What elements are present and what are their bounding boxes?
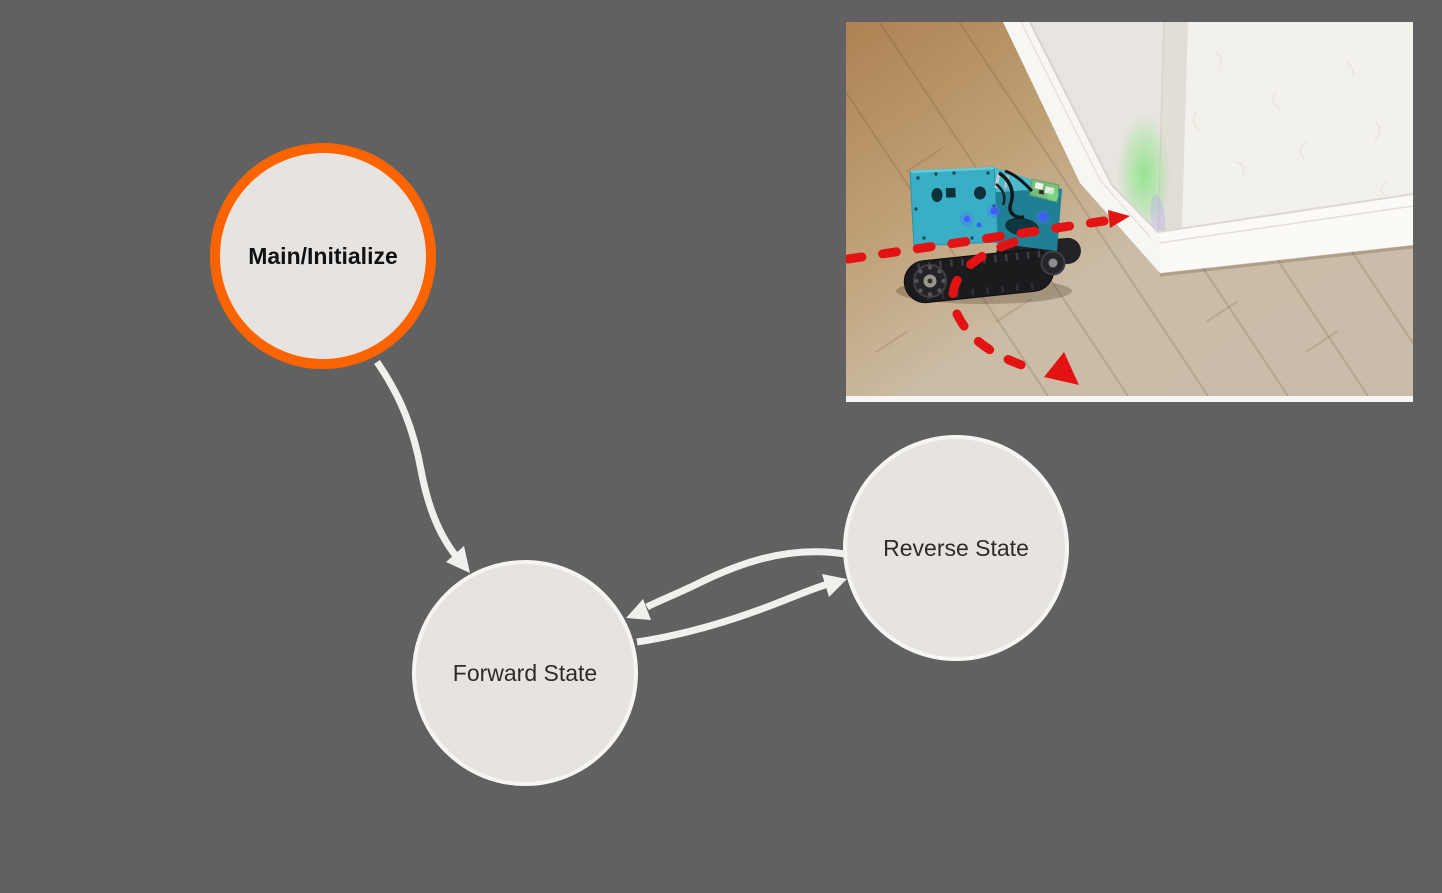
edge-forward-to-reverse — [636, 580, 830, 646]
robot-led-lights — [960, 189, 1059, 228]
wall-texture — [1193, 51, 1387, 197]
wall-front-face — [1158, 22, 1413, 232]
robot-wires — [995, 169, 1034, 220]
robot-front-sprocket — [913, 264, 947, 298]
baseboard-floor-shadow — [1159, 245, 1413, 277]
robot — [896, 166, 1081, 304]
node-main-initialize: Main/Initialize — [210, 143, 436, 369]
baseboard-left-shadow — [1029, 22, 1159, 233]
baseboard-front-top-shadow — [1157, 193, 1413, 233]
robot-panel-highlight — [910, 166, 995, 174]
node-reverse-state: Reverse State — [843, 435, 1069, 661]
arrowhead-into-forward-from-main — [446, 546, 470, 573]
robot-rear-wheel-hub — [1048, 258, 1058, 268]
red-reverse-arrowhead-icon — [1044, 352, 1079, 385]
node-forward-state-label: Forward State — [452, 659, 598, 686]
robot-front-panel — [909, 166, 999, 247]
robot-photo — [846, 22, 1413, 402]
baseboard-left-groove — [1020, 22, 1151, 238]
node-reverse-state-label: Reverse State — [883, 534, 1029, 561]
baseboard-front-groove — [1158, 205, 1413, 244]
edge-reverse-to-forward — [645, 548, 846, 611]
arrowhead-into-forward-from-reverse — [626, 599, 651, 620]
baseboard-left — [1003, 22, 1160, 273]
edge-main-to-forward — [374, 360, 459, 559]
robot-panel-screws — [914, 171, 996, 242]
red-dashed-approach-path — [846, 216, 1109, 264]
node-main-initialize-label: Main/Initialize — [248, 242, 398, 269]
arrowhead-into-reverse-from-forward — [822, 574, 847, 597]
red-dashed-reverse-path — [948, 237, 1045, 376]
robot-panel-cutouts — [931, 186, 986, 202]
node-forward-state: Forward State — [412, 560, 638, 786]
photo-bottom-strip — [846, 396, 1413, 402]
red-approach-arrowhead-icon — [1108, 210, 1130, 228]
baseboard-front — [1158, 194, 1413, 273]
